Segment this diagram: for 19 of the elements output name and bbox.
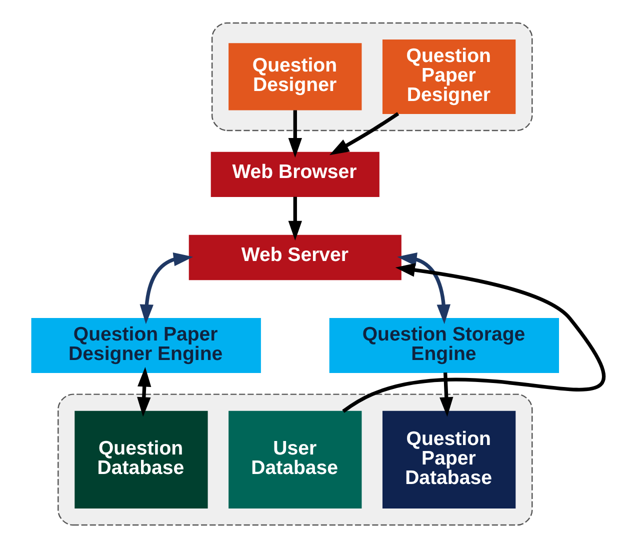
arrow	[440, 372, 454, 417]
arrow	[329, 112, 400, 156]
cluster	[58, 394, 533, 526]
node-box: Web Server	[188, 234, 402, 280]
node-box: Question Designer	[228, 43, 362, 110]
node-box: Question Paper Designer	[382, 39, 516, 114]
arrow	[397, 252, 450, 324]
arrow	[140, 252, 194, 324]
node-box: Question Paper Designer Engine	[31, 318, 261, 373]
arrow	[288, 196, 302, 241]
node-box: Question Storage Engine	[329, 318, 559, 373]
arrow	[342, 263, 605, 413]
node-box: Question Paper Database	[382, 410, 516, 509]
node-box: Question Database	[74, 410, 208, 509]
arrow	[288, 110, 302, 158]
node-box: Web Browser	[210, 152, 380, 198]
cluster	[211, 22, 533, 132]
arrow	[137, 367, 152, 417]
node-box: User Database	[228, 410, 362, 509]
